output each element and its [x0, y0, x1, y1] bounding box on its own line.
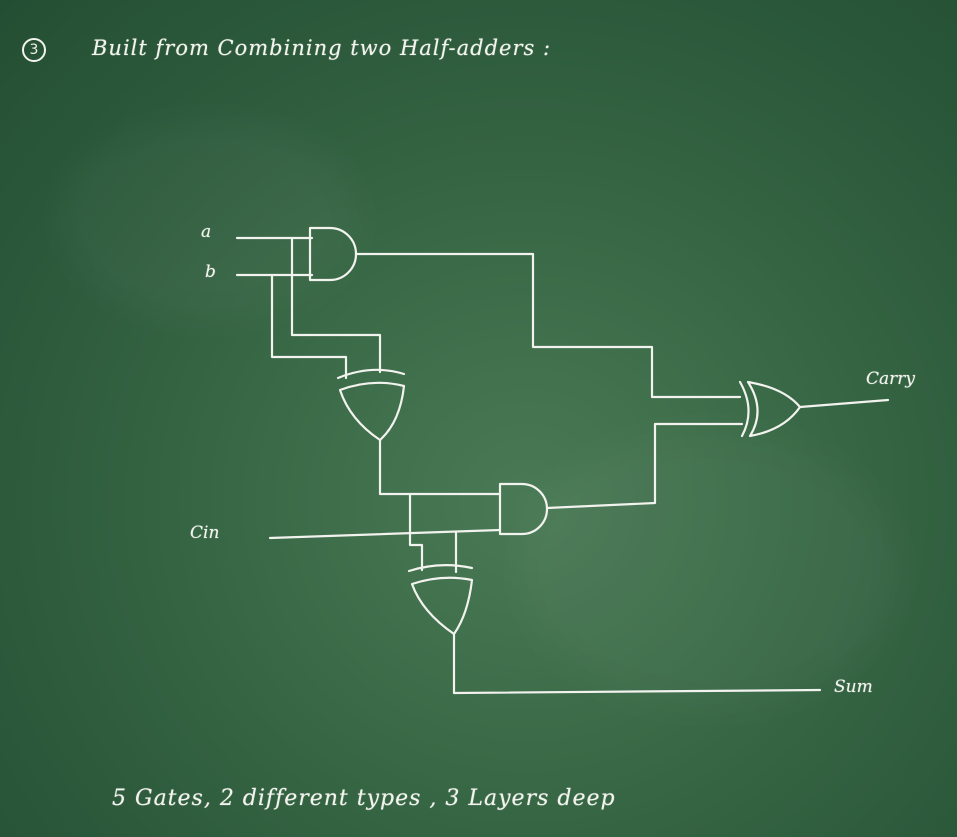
wire-a-to-xor1 [290, 236, 382, 374]
output-sum-label: Sum [834, 677, 873, 697]
xor-gate-1-back-arc [336, 368, 406, 380]
title-number: 3 [22, 38, 46, 62]
page-title: Built from Combining two Half-adders : [92, 36, 552, 60]
xor-gate-2-back-arc [407, 564, 474, 573]
or-gate-back-arc [738, 380, 750, 438]
and-gate-1 [308, 226, 358, 282]
input-b-label: b [205, 262, 216, 282]
wire-sum [452, 632, 822, 695]
input-a-label: a [201, 222, 212, 242]
output-carry-label: Carry [866, 369, 915, 389]
wire-cin [268, 528, 502, 540]
xor-gate-1 [338, 381, 406, 442]
wire-and1-to-or [354, 252, 742, 399]
wire-xor1-to-xor2 [408, 492, 424, 572]
wire-xor1-to-and2 [378, 438, 502, 496]
and-gate-2 [498, 482, 549, 536]
xor-gate-2 [410, 576, 474, 636]
wire-carry [798, 398, 890, 409]
wire-and2-to-or [545, 422, 744, 510]
or-gate-carry [746, 380, 802, 438]
input-cin-label: Cin [190, 523, 220, 543]
wire-b-to-xor1 [270, 273, 348, 380]
footer-note: 5 Gates, 2 different types , 3 Layers de… [112, 786, 616, 811]
